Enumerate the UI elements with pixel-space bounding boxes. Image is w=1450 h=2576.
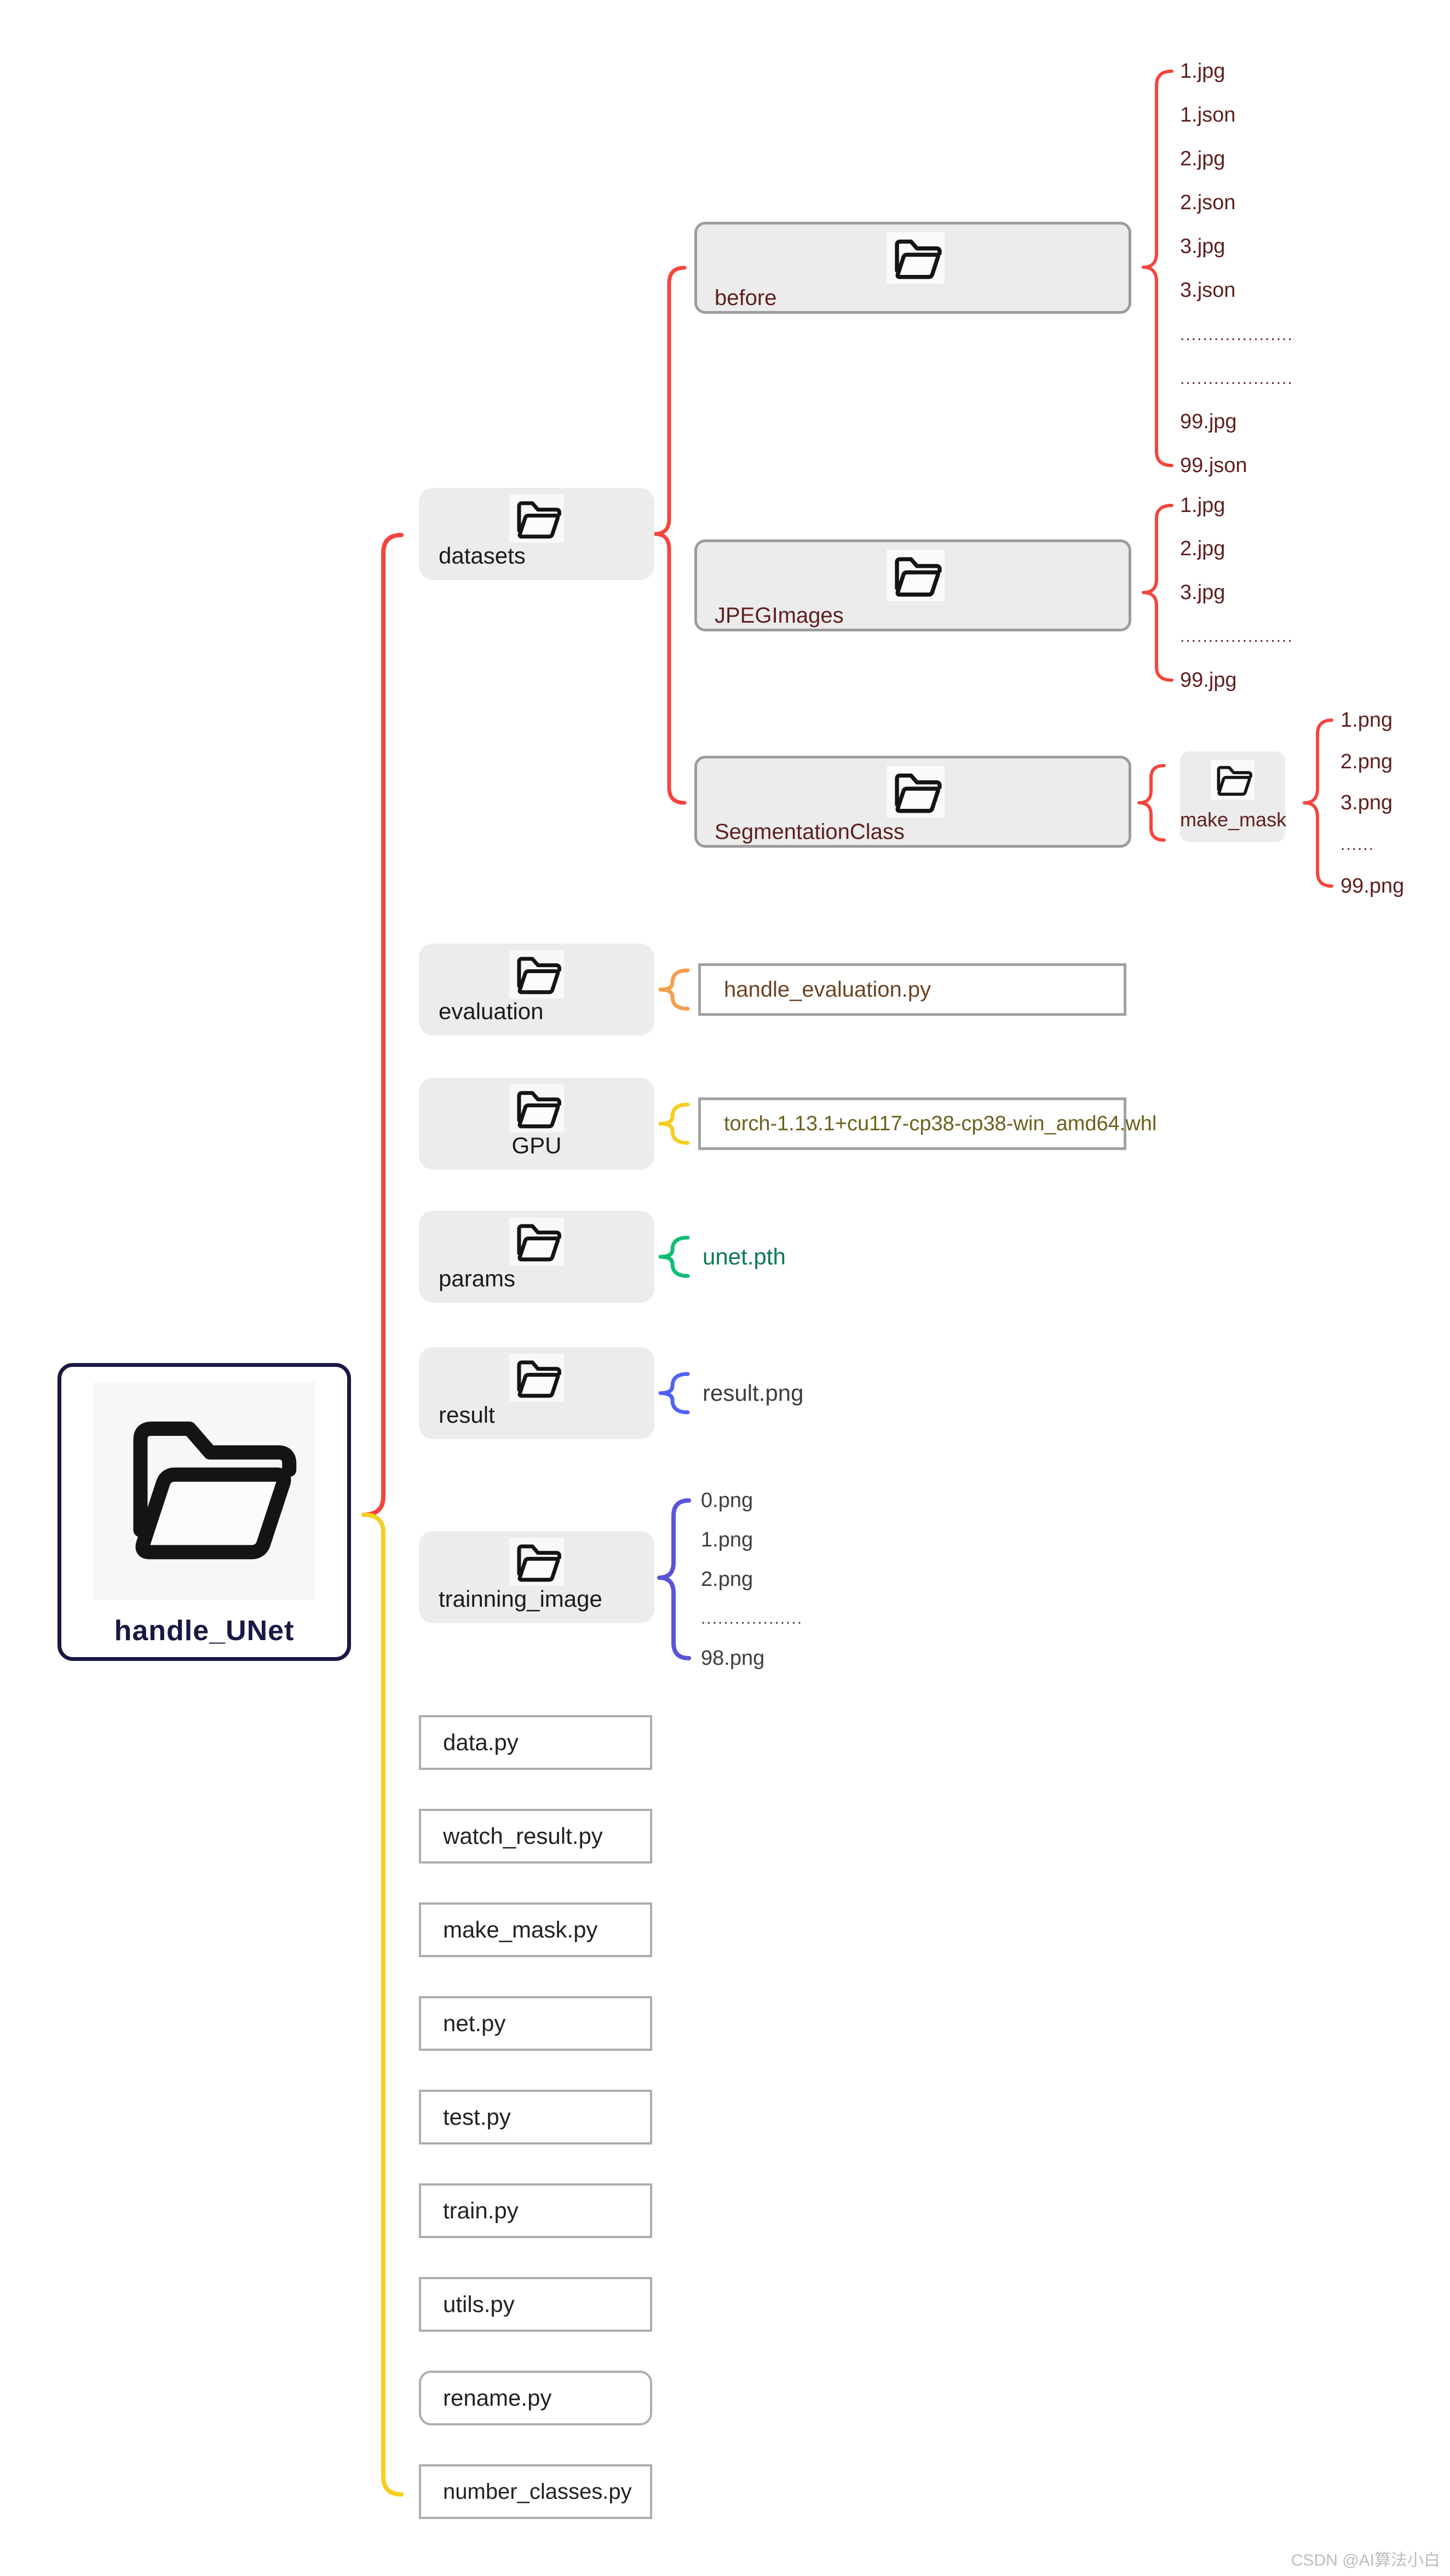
node-before: before xyxy=(694,222,1131,314)
node-label: trainning_image xyxy=(439,1586,602,1612)
before-files-brace xyxy=(1142,70,1173,467)
node-result: result xyxy=(419,1347,654,1439)
file-rename-py: rename.py xyxy=(419,2371,652,2425)
result-brace xyxy=(658,1372,690,1415)
node-label: SegmentationClass xyxy=(715,820,905,844)
root-label: handle_UNet xyxy=(114,1615,295,1647)
list-item: 2.jpg xyxy=(1180,147,1225,170)
list-item: 1.png xyxy=(701,1528,753,1551)
list-item: 1.json xyxy=(1180,104,1236,127)
list-item: 99.json xyxy=(1180,454,1247,477)
jpegimages-files-brace xyxy=(1142,504,1173,682)
file-number-classes-py: number_classes.py xyxy=(419,2464,652,2519)
list-item-ellipsis: .................... xyxy=(1180,628,1293,646)
list-item: 3.json xyxy=(1180,279,1236,302)
file-result-png: result.png xyxy=(703,1380,804,1406)
node-label: before xyxy=(715,286,777,310)
folder-icon xyxy=(887,232,945,284)
root-brace-lower xyxy=(361,1513,404,2497)
file-handle-evaluation-py: handle_evaluation.py xyxy=(698,963,1126,1016)
file-watch-result-py: watch_result.py xyxy=(419,1809,652,1864)
node-label: evaluation xyxy=(439,998,544,1024)
node-label: make_mask xyxy=(1180,808,1287,831)
node-datasets: datasets xyxy=(419,488,654,580)
folder-icon xyxy=(1211,760,1255,800)
list-item-ellipsis: .................. xyxy=(701,1609,803,1628)
folder-icon xyxy=(509,1217,564,1266)
file-unet-pth: unet.pth xyxy=(703,1244,786,1269)
list-item: 0.png xyxy=(701,1489,753,1512)
file-utils-py: utils.py xyxy=(419,2277,652,2332)
node-label: GPU xyxy=(511,1132,562,1158)
folder-icon xyxy=(104,1395,307,1576)
list-item: 98.png xyxy=(701,1647,765,1670)
node-label: datasets xyxy=(439,543,526,568)
file-make-mask-py: make_mask.py xyxy=(419,1902,652,1957)
trainning-image-brace xyxy=(657,1498,691,1660)
node-label: params xyxy=(439,1266,516,1291)
list-item-ellipsis: ...... xyxy=(1340,836,1375,854)
node-segmentationclass: SegmentationClass xyxy=(694,756,1131,848)
file-train-py: train.py xyxy=(419,2183,652,2238)
folder-icon xyxy=(509,1354,564,1402)
list-item-ellipsis: .................... xyxy=(1180,326,1293,344)
node-label: JPEGImages xyxy=(715,603,844,628)
root-node-handle-unet: handle_UNet xyxy=(57,1363,351,1661)
evaluation-brace xyxy=(658,968,690,1011)
folder-icon xyxy=(509,1084,564,1132)
list-item: 3.jpg xyxy=(1180,581,1225,604)
file-net-py: net.py xyxy=(419,1996,652,2051)
list-item: 99.png xyxy=(1340,875,1405,898)
node-evaluation: evaluation xyxy=(419,944,654,1036)
gpu-brace xyxy=(658,1102,690,1145)
node-jpegimages: JPEGImages xyxy=(694,539,1131,631)
folder-icon xyxy=(509,495,564,543)
list-item: 99.jpg xyxy=(1180,410,1237,433)
make-mask-files-brace xyxy=(1303,718,1333,888)
list-item: 2.jpg xyxy=(1180,537,1225,560)
segmentationclass-brace xyxy=(1137,764,1166,842)
list-item: 1.jpg xyxy=(1180,494,1225,517)
file-torch-whl: torch-1.13.1+cu117-cp38-cp38-win_amd64.w… xyxy=(698,1097,1156,1150)
node-label: result xyxy=(439,1402,495,1428)
list-item: 2.png xyxy=(1340,750,1393,773)
node-trainning-image: trainning_image xyxy=(419,1531,654,1623)
list-item: 1.jpg xyxy=(1180,60,1225,83)
list-item: 99.jpg xyxy=(1180,669,1237,692)
list-item: 2.png xyxy=(701,1568,753,1591)
folder-icon xyxy=(509,950,564,998)
datasets-brace xyxy=(653,266,687,805)
folder-icon xyxy=(509,1538,564,1586)
params-brace xyxy=(658,1235,690,1278)
folder-icon xyxy=(887,766,945,818)
list-item: 3.jpg xyxy=(1180,235,1225,258)
folder-icon xyxy=(887,550,945,601)
list-item: 2.json xyxy=(1180,191,1236,214)
list-item: 3.png xyxy=(1340,791,1393,814)
root-brace-upper xyxy=(361,533,404,1517)
node-params: params xyxy=(419,1211,654,1303)
node-make-mask: make_mask xyxy=(1180,751,1287,842)
file-data-py: data.py xyxy=(419,1715,652,1770)
node-gpu: GPU xyxy=(419,1078,654,1170)
file-test-py: test.py xyxy=(419,2090,652,2144)
list-item: 1.png xyxy=(1340,709,1393,732)
csdn-watermark: CSDN @AI算法小白 xyxy=(1291,2551,1440,2569)
list-item-ellipsis: .................... xyxy=(1180,370,1293,388)
